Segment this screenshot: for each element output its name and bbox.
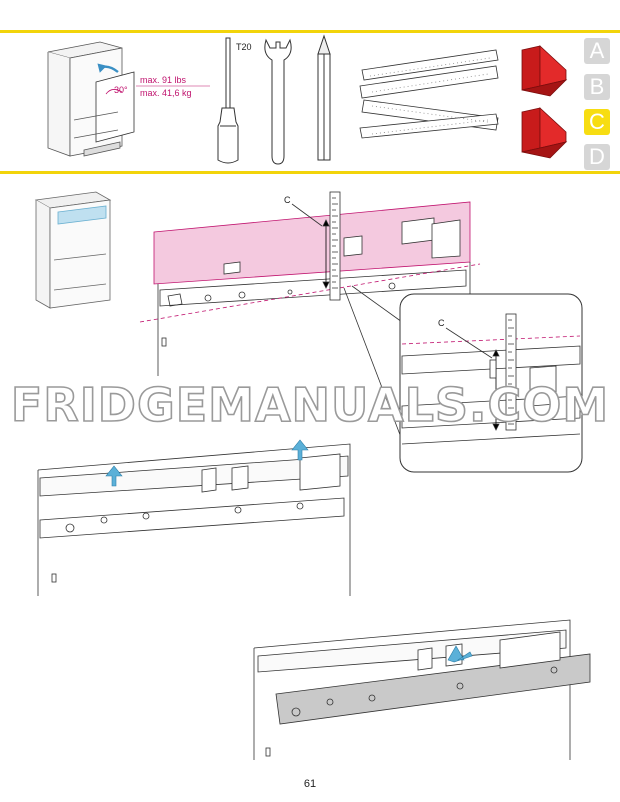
lift-arrow-icon <box>105 439 309 487</box>
door-angle-label: 30° <box>114 85 128 95</box>
variant-letter-c: C <box>584 109 610 135</box>
rotate-arrow-icon <box>447 645 473 663</box>
screwdriver-icon <box>217 37 239 164</box>
page-number: 61 <box>303 778 317 790</box>
install-panel-3 <box>253 619 591 760</box>
marker-label-main: C <box>284 195 291 205</box>
variant-letter-a: A <box>584 38 610 64</box>
marker-label-zoom: C <box>438 318 445 328</box>
pencil-icon <box>317 34 331 161</box>
weight-lbs-label: max. 91 lbs <box>140 75 187 85</box>
top-rule <box>0 30 620 33</box>
bracket-icon-top <box>521 45 568 97</box>
watermark: FRIDGEMANUALS.COM <box>10 377 610 433</box>
install-panel-1 <box>139 201 481 376</box>
weight-kg-label: max. 41,6 kg <box>140 88 192 98</box>
fridge-door-icon <box>47 41 210 157</box>
fridge-thumbnail <box>34 191 112 309</box>
variant-letter-d: D <box>584 144 610 170</box>
variant-letter-b: B <box>584 74 610 100</box>
wrench-icon <box>264 38 292 165</box>
torx-size-label: T20 <box>236 42 252 52</box>
zoom-callout <box>343 285 583 473</box>
bracket-icon-bottom <box>521 107 568 159</box>
measuring-ruler <box>291 191 341 301</box>
folding-ruler-icon <box>359 49 499 139</box>
install-panel-2 <box>37 443 351 596</box>
header-bottom-rule <box>0 171 620 174</box>
